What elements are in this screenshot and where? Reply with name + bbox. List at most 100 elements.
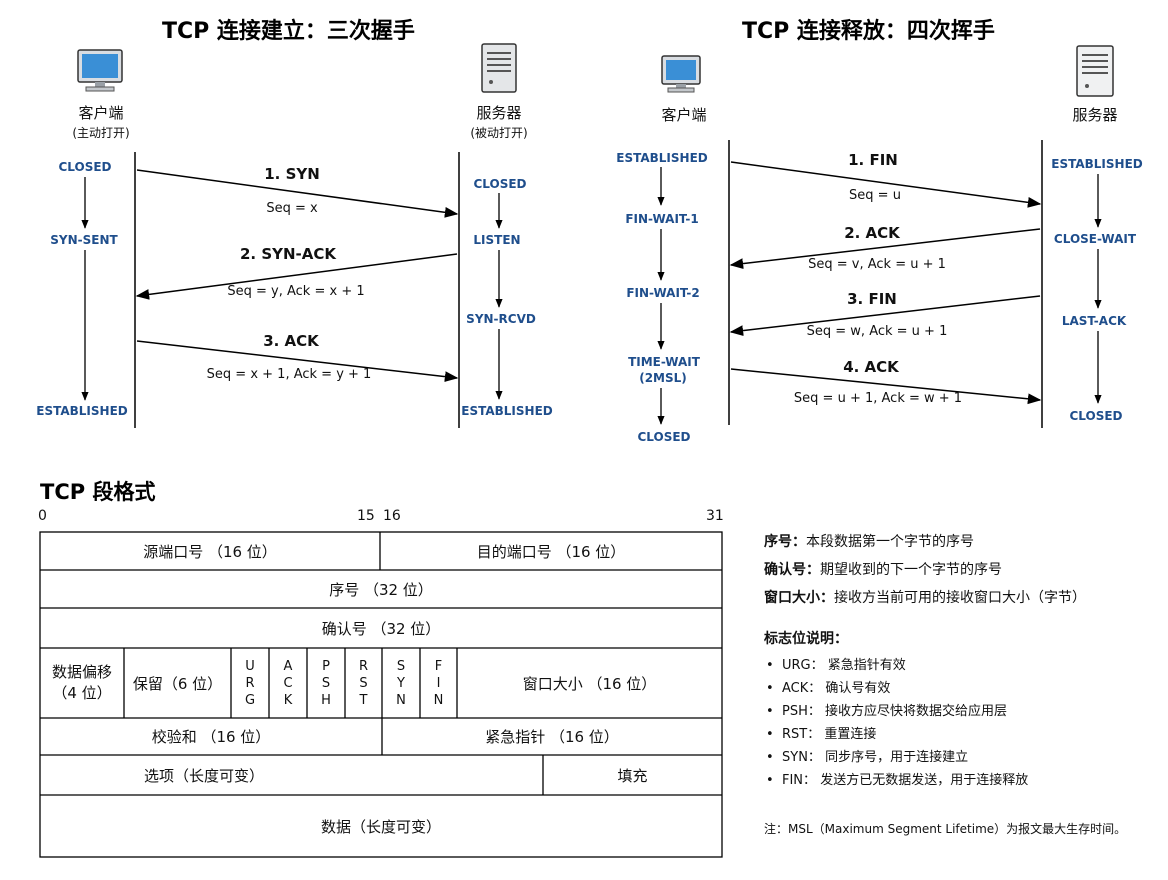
server-icon [481, 43, 517, 93]
flag-letter: S [359, 675, 368, 691]
teardown-fin3-arrow [729, 295, 1041, 336]
client-state: CLOSED [637, 430, 691, 444]
flag-letter: S [321, 675, 331, 691]
field-options: 选项（长度可变） [144, 766, 265, 785]
message-detail: Seq = v, Ack = u + 1 [808, 257, 946, 272]
flag-letter: Y [397, 675, 405, 691]
definition-text: 本段数据第一个字节的序号 [806, 534, 974, 550]
handshake-synack-arrow [135, 253, 458, 300]
field-padding: 填充 [617, 766, 648, 785]
flag-note: •RST： 重置连接 [766, 723, 876, 742]
flag-letter: T [359, 692, 368, 708]
message-detail: Seq = u + 1, Ack = w + 1 [793, 391, 963, 406]
flag-letter: K [283, 692, 293, 708]
flag-note-text: 重置连接 [824, 727, 877, 742]
field-sequence-number: 序号 （32 位） [329, 580, 433, 599]
flag-note: • SYN： 同步序号，用于连接建立 [766, 746, 968, 765]
definition-text: 期望收到的下一个字节的序号 [820, 562, 1002, 578]
client-state: TIME-WAIT [628, 355, 700, 369]
handshake-title: TCP 连接建立：三次握手 [162, 19, 415, 44]
handshake-client-sublabel: (主动打开) [72, 126, 130, 140]
server-state: CLOSED [473, 177, 527, 191]
segment-title: TCP 段格式 [40, 480, 156, 504]
client-state: ESTABLISHED [616, 151, 708, 165]
definition-term: 窗口大小： [764, 590, 834, 606]
server-state: LAST-ACK [1061, 314, 1127, 328]
field-checksum: 校验和 （16 位） [151, 728, 271, 746]
flag-letter: N [433, 692, 444, 708]
message-label: 3. FIN [847, 290, 897, 308]
message-detail: Seq = w, Ack = u + 1 [806, 324, 948, 339]
flag-letter: N [396, 692, 406, 708]
bullet-icon: • [766, 750, 774, 765]
message-detail: Seq = x [266, 201, 318, 216]
handshake-server-sublabel: (被动打开) [470, 126, 528, 140]
segment-table-grid [39, 531, 723, 858]
message-detail: Seq = y, Ack = x + 1 [227, 284, 365, 299]
flag-letter: C [283, 675, 293, 691]
teardown-server-label: 服务器 [1072, 106, 1118, 124]
field-ack-number: 确认号 （32 位） [321, 619, 441, 638]
definition-ack: 确认号：期望收到的下一个字节的序号 [764, 559, 1002, 579]
client-state: FIN-WAIT-1 [625, 212, 699, 226]
handshake-syn-arrow [136, 169, 459, 218]
bit-label: 0 [38, 508, 47, 524]
flag-letter: P [322, 658, 330, 674]
flag-note-text: 接收方应尽快将数据交给应用层 [825, 704, 1008, 719]
bullet-icon: • [766, 727, 774, 742]
bit-label: 31 [706, 508, 724, 524]
handshake-client-label: 客户端 [78, 104, 124, 122]
flag-note: • FIN： 发送方已无数据发送，用于连接释放 [766, 769, 1028, 788]
bit-label: 15 [357, 508, 375, 524]
flag-note: •PSH： 接收方应尽快将数据交给应用层 [766, 700, 1007, 719]
bullet-icon: • [766, 658, 774, 673]
message-label: 2. SYN-ACK [239, 245, 337, 263]
flag-note-name: FIN： [782, 773, 817, 788]
message-label: 4. ACK [843, 358, 899, 376]
message-detail: Seq = u [849, 188, 901, 203]
bullet-icon: • [766, 704, 774, 719]
flag-letter: U [245, 658, 255, 674]
flag-letter: G [244, 692, 256, 708]
field-data-offset: 数据偏移 （4 位） [40, 648, 124, 718]
flag-letter: I [436, 675, 441, 691]
field-urgent-pointer: 紧急指针 （16 位） [485, 728, 619, 746]
bullet-icon: • [766, 773, 774, 788]
server-state: ESTABLISHED [1051, 157, 1143, 171]
flag-note-name: URG： [782, 658, 824, 673]
teardown-ack2-arrow [729, 228, 1041, 269]
field-data-offset-line2: （4 位） [52, 684, 112, 702]
definition-term: 序号： [764, 534, 806, 550]
message-label: 2. ACK [844, 224, 900, 242]
teardown-ack4-arrow [730, 368, 1042, 405]
client-state-note: (2MSL) [639, 371, 687, 385]
flag-note-text: 同步序号，用于连接建立 [825, 750, 969, 765]
teardown-fin1-arrow [730, 161, 1042, 208]
teardown-title: TCP 连接释放：四次挥手 [742, 19, 995, 44]
flag-letter: R [358, 658, 369, 674]
field-destination-port: 目的端口号 （16 位） [476, 542, 626, 561]
flag-letter: A [283, 658, 293, 674]
computer-icon [661, 55, 701, 93]
message-label: 1. SYN [264, 165, 320, 183]
flag-note-text: 发送方已无数据发送，用于连接释放 [820, 773, 1029, 788]
flag-note: •ACK： 确认号有效 [766, 677, 890, 696]
message-detail: Seq = x + 1, Ack = y + 1 [206, 367, 372, 382]
server-state: ESTABLISHED [461, 404, 553, 418]
definition-term: 确认号： [764, 562, 820, 578]
definition-window: 窗口大小：接收方当前可用的接收窗口大小（字节） [764, 587, 1086, 607]
client-state: SYN-SENT [50, 233, 118, 247]
message-label: 1. FIN [848, 151, 898, 169]
flag-note: •URG： 紧急指针有效 [766, 654, 906, 673]
handshake-server-label: 服务器 [476, 104, 522, 122]
field-reserved: 保留（6 位） [132, 674, 223, 693]
client-state: ESTABLISHED [36, 404, 128, 418]
flag-note-name: SYN： [782, 750, 821, 765]
